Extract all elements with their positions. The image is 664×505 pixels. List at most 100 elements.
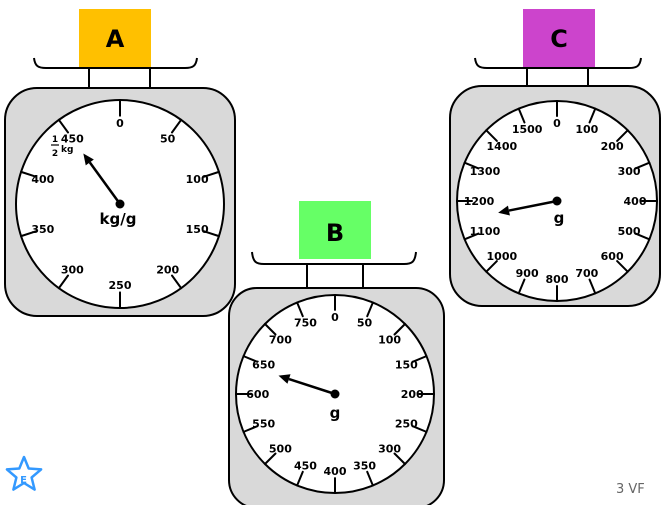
dial-tick-label: 600 (246, 388, 269, 401)
dial-tick-label: 600 (601, 250, 624, 263)
dial-tick (616, 129, 629, 142)
dial-tick (411, 425, 428, 433)
scale-platform (33, 57, 198, 69)
dial-tick (20, 230, 37, 238)
dial-tick-label: 1100 (470, 225, 501, 238)
label-box (299, 201, 371, 259)
dial-tick-label: 400 (31, 173, 54, 186)
svg-text:kg: kg (61, 145, 73, 155)
svg-text:1: 1 (52, 135, 58, 145)
label-box (79, 9, 151, 67)
dial-tick (411, 355, 428, 363)
scale-stem (88, 68, 151, 90)
dial-tick-label: 500 (618, 225, 641, 238)
dial-tick (634, 161, 651, 170)
dial-tick (588, 278, 597, 295)
dial-tick (170, 274, 183, 290)
dial-tick (203, 230, 220, 238)
dial-tick (57, 118, 70, 134)
dial-tick-label: 50 (357, 317, 373, 330)
dial-tick (517, 107, 526, 124)
dial-tick (463, 161, 480, 170)
dial-tick-label: 150 (395, 358, 418, 371)
dial-tick-label: 150 (186, 223, 209, 236)
star-badge-icon: E (5, 455, 43, 491)
needle-pivot (330, 389, 340, 399)
dial-tick (242, 425, 259, 433)
needle-head (498, 205, 510, 216)
footer-text: 3 VF (616, 482, 645, 497)
dial-tick-label: 50 (160, 132, 176, 145)
unit-label: g (554, 209, 565, 227)
dial-tick (366, 301, 374, 318)
unit-label: kg/g (100, 210, 137, 228)
needle-head (83, 153, 94, 166)
dial-tick-label: 450 (294, 459, 317, 472)
dial-tick (170, 118, 183, 134)
star-shape (5, 455, 43, 491)
dial-tick-label: 450 (61, 132, 84, 145)
label-text: A (106, 25, 125, 53)
needle (508, 199, 558, 212)
dial-tick (203, 170, 220, 178)
dial-tick-label: 1400 (487, 140, 518, 153)
dial-tick (393, 452, 407, 466)
dial-tick (263, 322, 277, 336)
dial-tick (616, 260, 629, 273)
dial-tick (517, 278, 526, 295)
dial-tick-label: 0 (331, 311, 339, 324)
star-letter: E (20, 475, 27, 486)
dial-tick-label: 350 (353, 459, 376, 472)
dial-tick (588, 107, 597, 124)
half-kg-label: 1 2 kg (51, 135, 73, 159)
dial-tick-label: 200 (401, 388, 424, 401)
scale-platform (474, 57, 642, 69)
dial-tick (393, 322, 407, 336)
scale-a: A 0 50 100 150 200 250 300 350 400 450 kg/g 1 2 k… (4, 9, 236, 317)
dial-tick-label: 200 (156, 264, 179, 277)
dial-tick-label: 0 (116, 117, 124, 130)
dial: 0 50 100 150 200 250 300 350 400 450 (15, 99, 225, 309)
needle (88, 161, 122, 205)
dial-tick-label: 500 (269, 443, 292, 456)
scale-stem (526, 68, 589, 88)
dial-tick-label: 350 (31, 223, 54, 236)
dial-tick-label: 750 (294, 317, 317, 330)
dial-tick-label: 400 (324, 465, 347, 478)
dial-tick-label: 250 (109, 279, 132, 292)
dial-tick (463, 232, 480, 241)
dial-tick-label: 100 (186, 173, 209, 186)
label-box (523, 9, 595, 67)
label-text: B (326, 219, 344, 247)
dial-tick-label: 700 (575, 267, 598, 280)
dial-tick-label: 250 (395, 418, 418, 431)
dial-tick-label: 1300 (470, 165, 501, 178)
dial-tick-label: 800 (546, 273, 569, 286)
dial-tick (57, 274, 70, 290)
dial-tick (296, 470, 304, 487)
needle-head (278, 374, 291, 384)
dial-tick-label: 300 (61, 264, 84, 277)
dial-tick (485, 260, 498, 273)
dial-tick-label: 100 (378, 333, 401, 346)
dial-tick-label: 100 (575, 123, 598, 136)
needle-pivot (552, 196, 562, 206)
dial-tick-label: 300 (378, 443, 401, 456)
dial-tick-label: 1000 (487, 250, 518, 263)
dial-tick-label: 200 (601, 140, 624, 153)
dial-tick-label: 1200 (464, 195, 495, 208)
dial-tick (263, 452, 277, 466)
dial-tick-label: 900 (516, 267, 539, 280)
scale-platform (251, 251, 417, 265)
dial-tick (366, 470, 374, 487)
dial-tick (485, 129, 498, 142)
dial-tick-label: 300 (618, 165, 641, 178)
dial-tick (296, 301, 304, 318)
dial-tick-label: 0 (553, 117, 561, 130)
dial-tick-label: 650 (252, 358, 275, 371)
unit-label: g (330, 404, 341, 422)
dial-tick-label: 1500 (512, 123, 543, 136)
